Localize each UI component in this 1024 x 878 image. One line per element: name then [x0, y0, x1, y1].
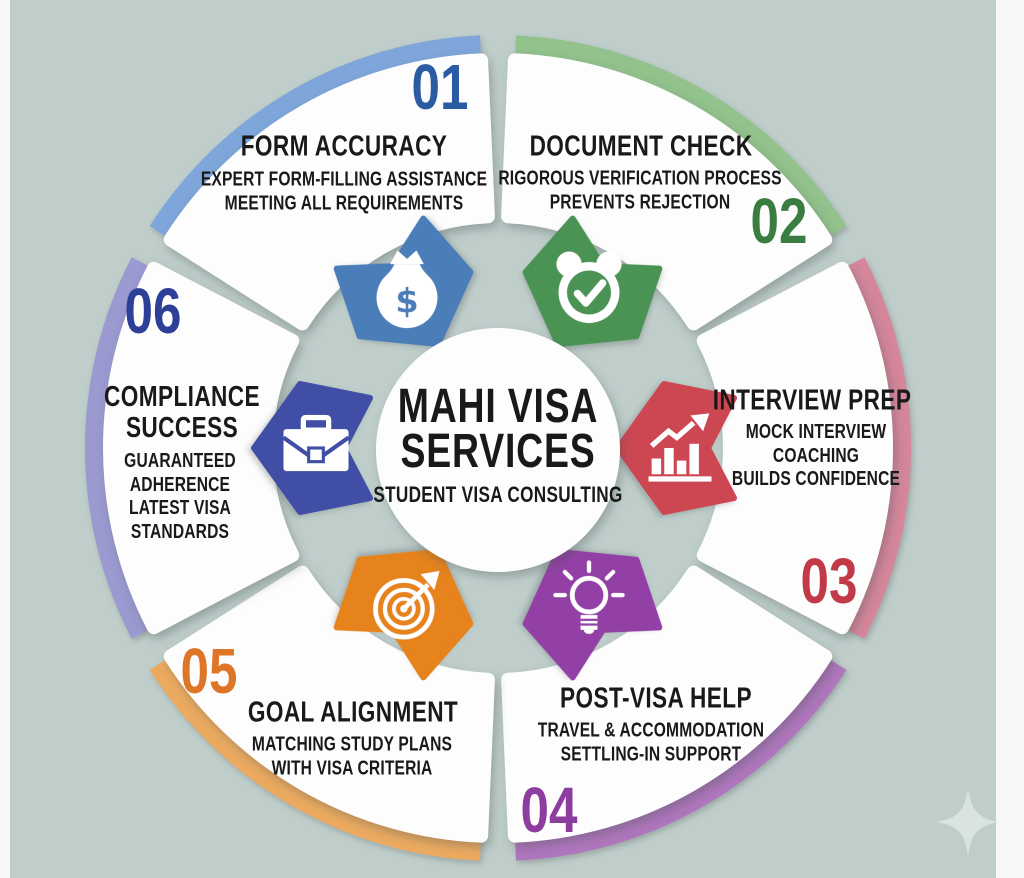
segment-01-title-line: FORM ACCURACY — [240, 130, 448, 163]
segment-01-number: 01 — [411, 51, 469, 123]
segment-06-number: 06 — [124, 275, 182, 347]
center-subtitle: STUDENT VISA CONSULTING — [373, 482, 623, 507]
segment-05-title: GOAL ALIGNMENT — [247, 696, 459, 729]
center-title: MAHI VISA SERVICES — [397, 380, 599, 478]
segment-02-title: DOCUMENT CHECK — [529, 130, 753, 163]
segment-03-title: INTERVIEW PREP — [712, 384, 912, 417]
segment-06-title: COMPLIANCE SUCCESS — [104, 381, 260, 444]
segment-04-subtitle: TRAVEL & ACCOMMODATION SETTLING-IN SUPPO… — [537, 719, 765, 766]
sparkle-icon — [936, 788, 1000, 856]
segment-06-subtitle: GUARANTEED ADHERENCE LATEST VISA STANDAR… — [124, 450, 236, 543]
segment-03-subtitle: MOCK INTERVIEW COACHING BUILDS CONFIDENC… — [731, 420, 901, 490]
segment-05-subtitle: MATCHING STUDY PLANS WITH VISA CRITERIA — [251, 733, 453, 780]
segment-01-subtitle: EXPERT FORM-FILLING ASSISTANCE MEETING A… — [200, 168, 488, 215]
right-frame-strip — [996, 0, 1024, 878]
left-frame-strip — [0, 0, 10, 878]
segment-06 — [84, 257, 300, 639]
segment-03-number: 03 — [800, 545, 858, 617]
segment-01-title: FORM ACCURACY — [240, 130, 448, 163]
segment-04-title: POST-VISA HELP — [560, 682, 752, 715]
segment-04-number: 04 — [520, 774, 578, 846]
center-circle — [376, 328, 620, 572]
icon-badges — [251, 215, 737, 681]
segment-02-number: 02 — [750, 185, 808, 257]
segment-05-number: 05 — [180, 635, 238, 707]
segment-02-subtitle: RIGOROUS VERIFICATION PROCESS PREVENTS R… — [498, 167, 782, 214]
